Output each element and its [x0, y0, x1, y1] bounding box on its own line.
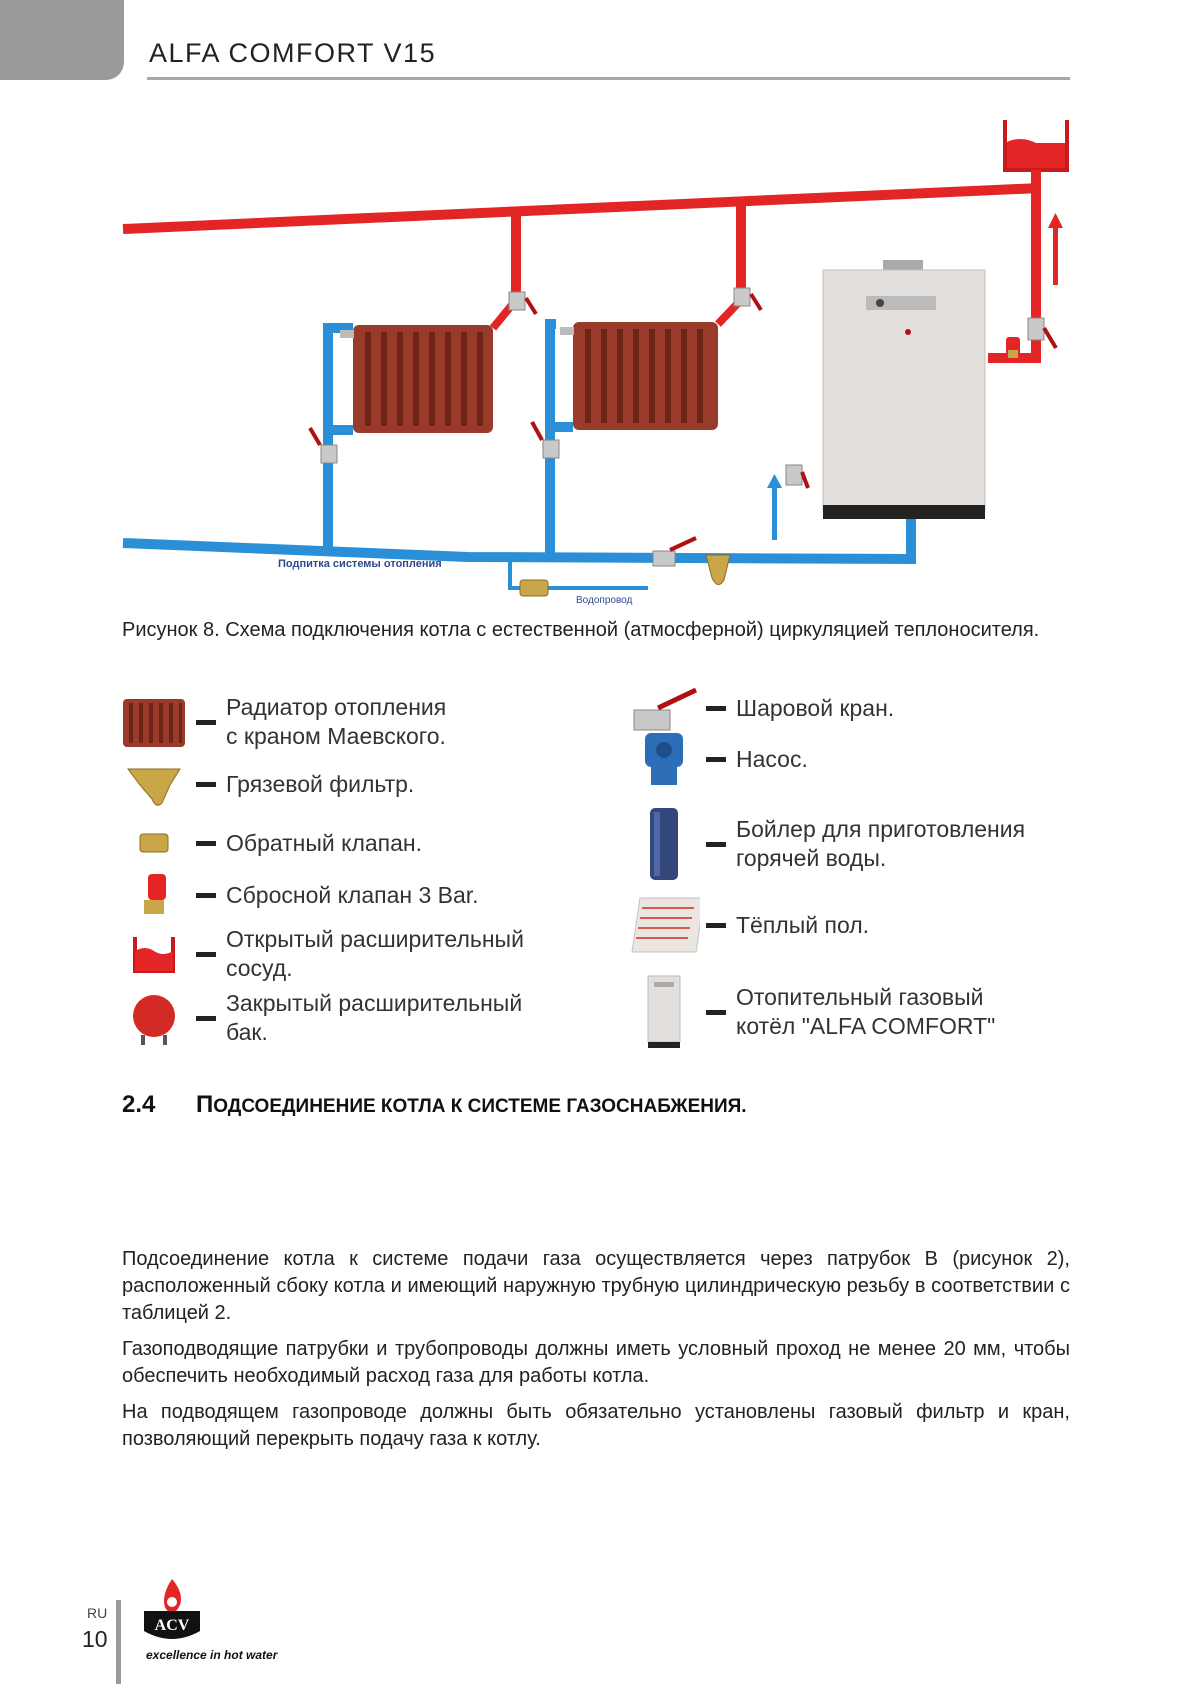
legend-item-floor-heating: Тёплый пол.: [628, 892, 869, 958]
svg-text:ACV: ACV: [155, 1617, 190, 1634]
relief-valve-icon: [118, 863, 190, 927]
figure-caption: Рисунок 8. Схема подключения котла с ест…: [122, 619, 1040, 641]
flow-arrow-cold: [767, 474, 782, 540]
legend-item-pump: Насос.: [628, 727, 808, 791]
radiator-icon: [118, 690, 190, 754]
legend-dash: [706, 841, 726, 847]
label-water: Водопровод: [576, 595, 632, 605]
hot-supply-pipes: [122, 183, 1041, 363]
legend-text: Грязевой фильтр.: [226, 770, 415, 797]
language-code: RU: [87, 1605, 108, 1621]
section-title-first: П: [196, 1091, 214, 1118]
ball-valve-icon: [628, 676, 700, 740]
legend-dash: [196, 781, 216, 787]
heating-scheme-diagram: Подпитка системы отопления Водопровод: [122, 120, 1069, 605]
legend-text: Насос.: [736, 745, 808, 772]
legend-dash: [196, 840, 216, 846]
legend-dash: [706, 1009, 726, 1015]
legend-item-check-valve: Обратный клапан.: [118, 811, 422, 875]
dirt-filter-icon: [118, 752, 190, 816]
valve-return-1: [308, 426, 338, 464]
floor-heating-icon: [628, 892, 700, 958]
pump-icon: [628, 727, 700, 791]
header-rule: [147, 77, 1070, 80]
legend-text: Тёплый пол.: [736, 911, 870, 938]
gas-boiler: [822, 260, 986, 519]
legend-dash: [196, 892, 216, 898]
valve-boiler-return: [785, 464, 810, 489]
paragraph-3: На подводящем газопроводе должны быть об…: [122, 1401, 1070, 1450]
footer-bar: [116, 1600, 121, 1684]
document-title: ALFA COMFORT V15: [149, 38, 437, 68]
legend-dash: [196, 951, 216, 957]
check-valve-icon: [118, 811, 190, 875]
valve-return-2: [530, 421, 560, 459]
gas-boiler-icon: [628, 972, 700, 1052]
valve-supply-1: [508, 291, 538, 316]
legend-dash: [196, 719, 216, 725]
open-tank-icon: [118, 922, 190, 986]
radiator-2: [560, 322, 718, 430]
legend-item-dirt-filter: Грязевой фильтр.: [118, 752, 414, 816]
acv-logo: ACV: [144, 1579, 200, 1639]
boiler-tank-icon: [628, 804, 700, 884]
legend-text: Шаровой кран.: [736, 694, 895, 721]
legend-dash: [706, 705, 726, 711]
section-number: 2.4: [122, 1091, 156, 1118]
legend-item-ball-valve: Шаровой кран.: [628, 676, 894, 740]
paragraph-1: Подсоединение котла к системе подачи газ…: [122, 1248, 1070, 1324]
valve-boiler-supply: [1006, 317, 1058, 358]
flow-arrow-hot: [1048, 213, 1063, 285]
radiator-1: [340, 325, 493, 433]
legend-item-relief-valve: Сбросной клапан 3 Bar.: [118, 863, 479, 927]
page-number: 10: [82, 1626, 108, 1652]
check-valve: [519, 579, 549, 597]
open-expansion-tank: [1003, 120, 1069, 190]
section-heading: 2.4 ПОДСОЕДИНЕНИЕ КОТЛА К СИСТЕМЕ ГАЗОСНА…: [122, 1091, 747, 1119]
legend-text: Обратный клапан.: [226, 829, 423, 856]
brand-tagline: excellence in hot water: [146, 1648, 278, 1662]
valve-main-return: [652, 536, 697, 567]
header-tab: [0, 0, 124, 80]
legend-text: Сбросной клапан 3 Bar.: [226, 881, 479, 908]
label-makeup: Подпитка системы отопления: [278, 558, 442, 570]
legend-dash: [706, 922, 726, 928]
legend-dash: [196, 1015, 216, 1021]
dirt-filter: [705, 554, 731, 585]
section-title-rest: ОДСОЕДИНЕНИЕ КОТЛА К СИСТЕМЕ ГАЗОСНАБЖЕН…: [213, 1096, 747, 1117]
valve-supply-2: [733, 287, 763, 312]
legend-dash: [706, 756, 726, 762]
closed-tank-icon: [118, 986, 190, 1050]
paragraph-2: Газоподводящие патрубки и трубопроводы д…: [122, 1338, 1070, 1387]
